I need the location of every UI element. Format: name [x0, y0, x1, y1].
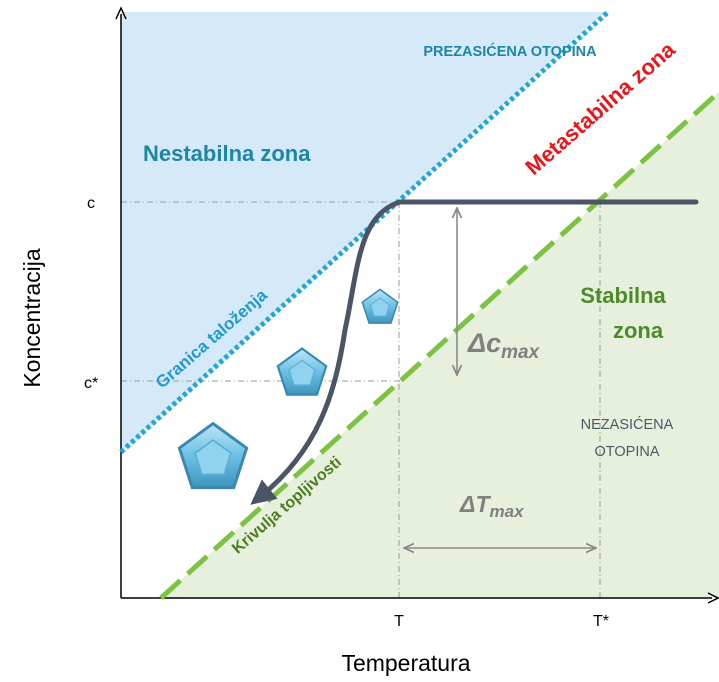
stable-zone-label-line2: zona	[613, 318, 664, 343]
y-axis-label: Koncentracija	[19, 248, 45, 388]
y-tick-c: c	[87, 195, 95, 212]
crystal-large-icon	[177, 421, 249, 490]
x-axis-label: Temperatura	[341, 650, 470, 676]
process-crystallization-curve	[250, 199, 403, 505]
crystal-small-icon	[361, 288, 399, 324]
guide-lines	[121, 201, 601, 598]
delta-c-max-label: Δcmax	[467, 328, 541, 363]
stable-zone-label-line1: Stabilna	[580, 283, 666, 308]
x-tick-T: T	[394, 613, 404, 630]
precipitation-limit-line	[119, 10, 610, 454]
y-axis-arrow-icon	[115, 6, 127, 20]
unsaturated-label-line2: OTOPINA	[595, 444, 660, 460]
supersaturated-label: PREZASIĆENA OTOPINA	[423, 42, 597, 60]
y-tick-c-star: c*	[84, 375, 98, 392]
delta-t-max-label: ΔTmax	[459, 491, 525, 521]
unstable-zone-label: Nestabilna zona	[143, 141, 311, 166]
unsaturated-label-line1: NEZASIĆENA	[581, 416, 674, 433]
solubility-curve-line	[159, 90, 719, 600]
crystal-medium-icon	[276, 347, 328, 396]
x-axis-arrow-icon	[707, 592, 719, 604]
x-tick-T-star: T*	[593, 613, 609, 630]
